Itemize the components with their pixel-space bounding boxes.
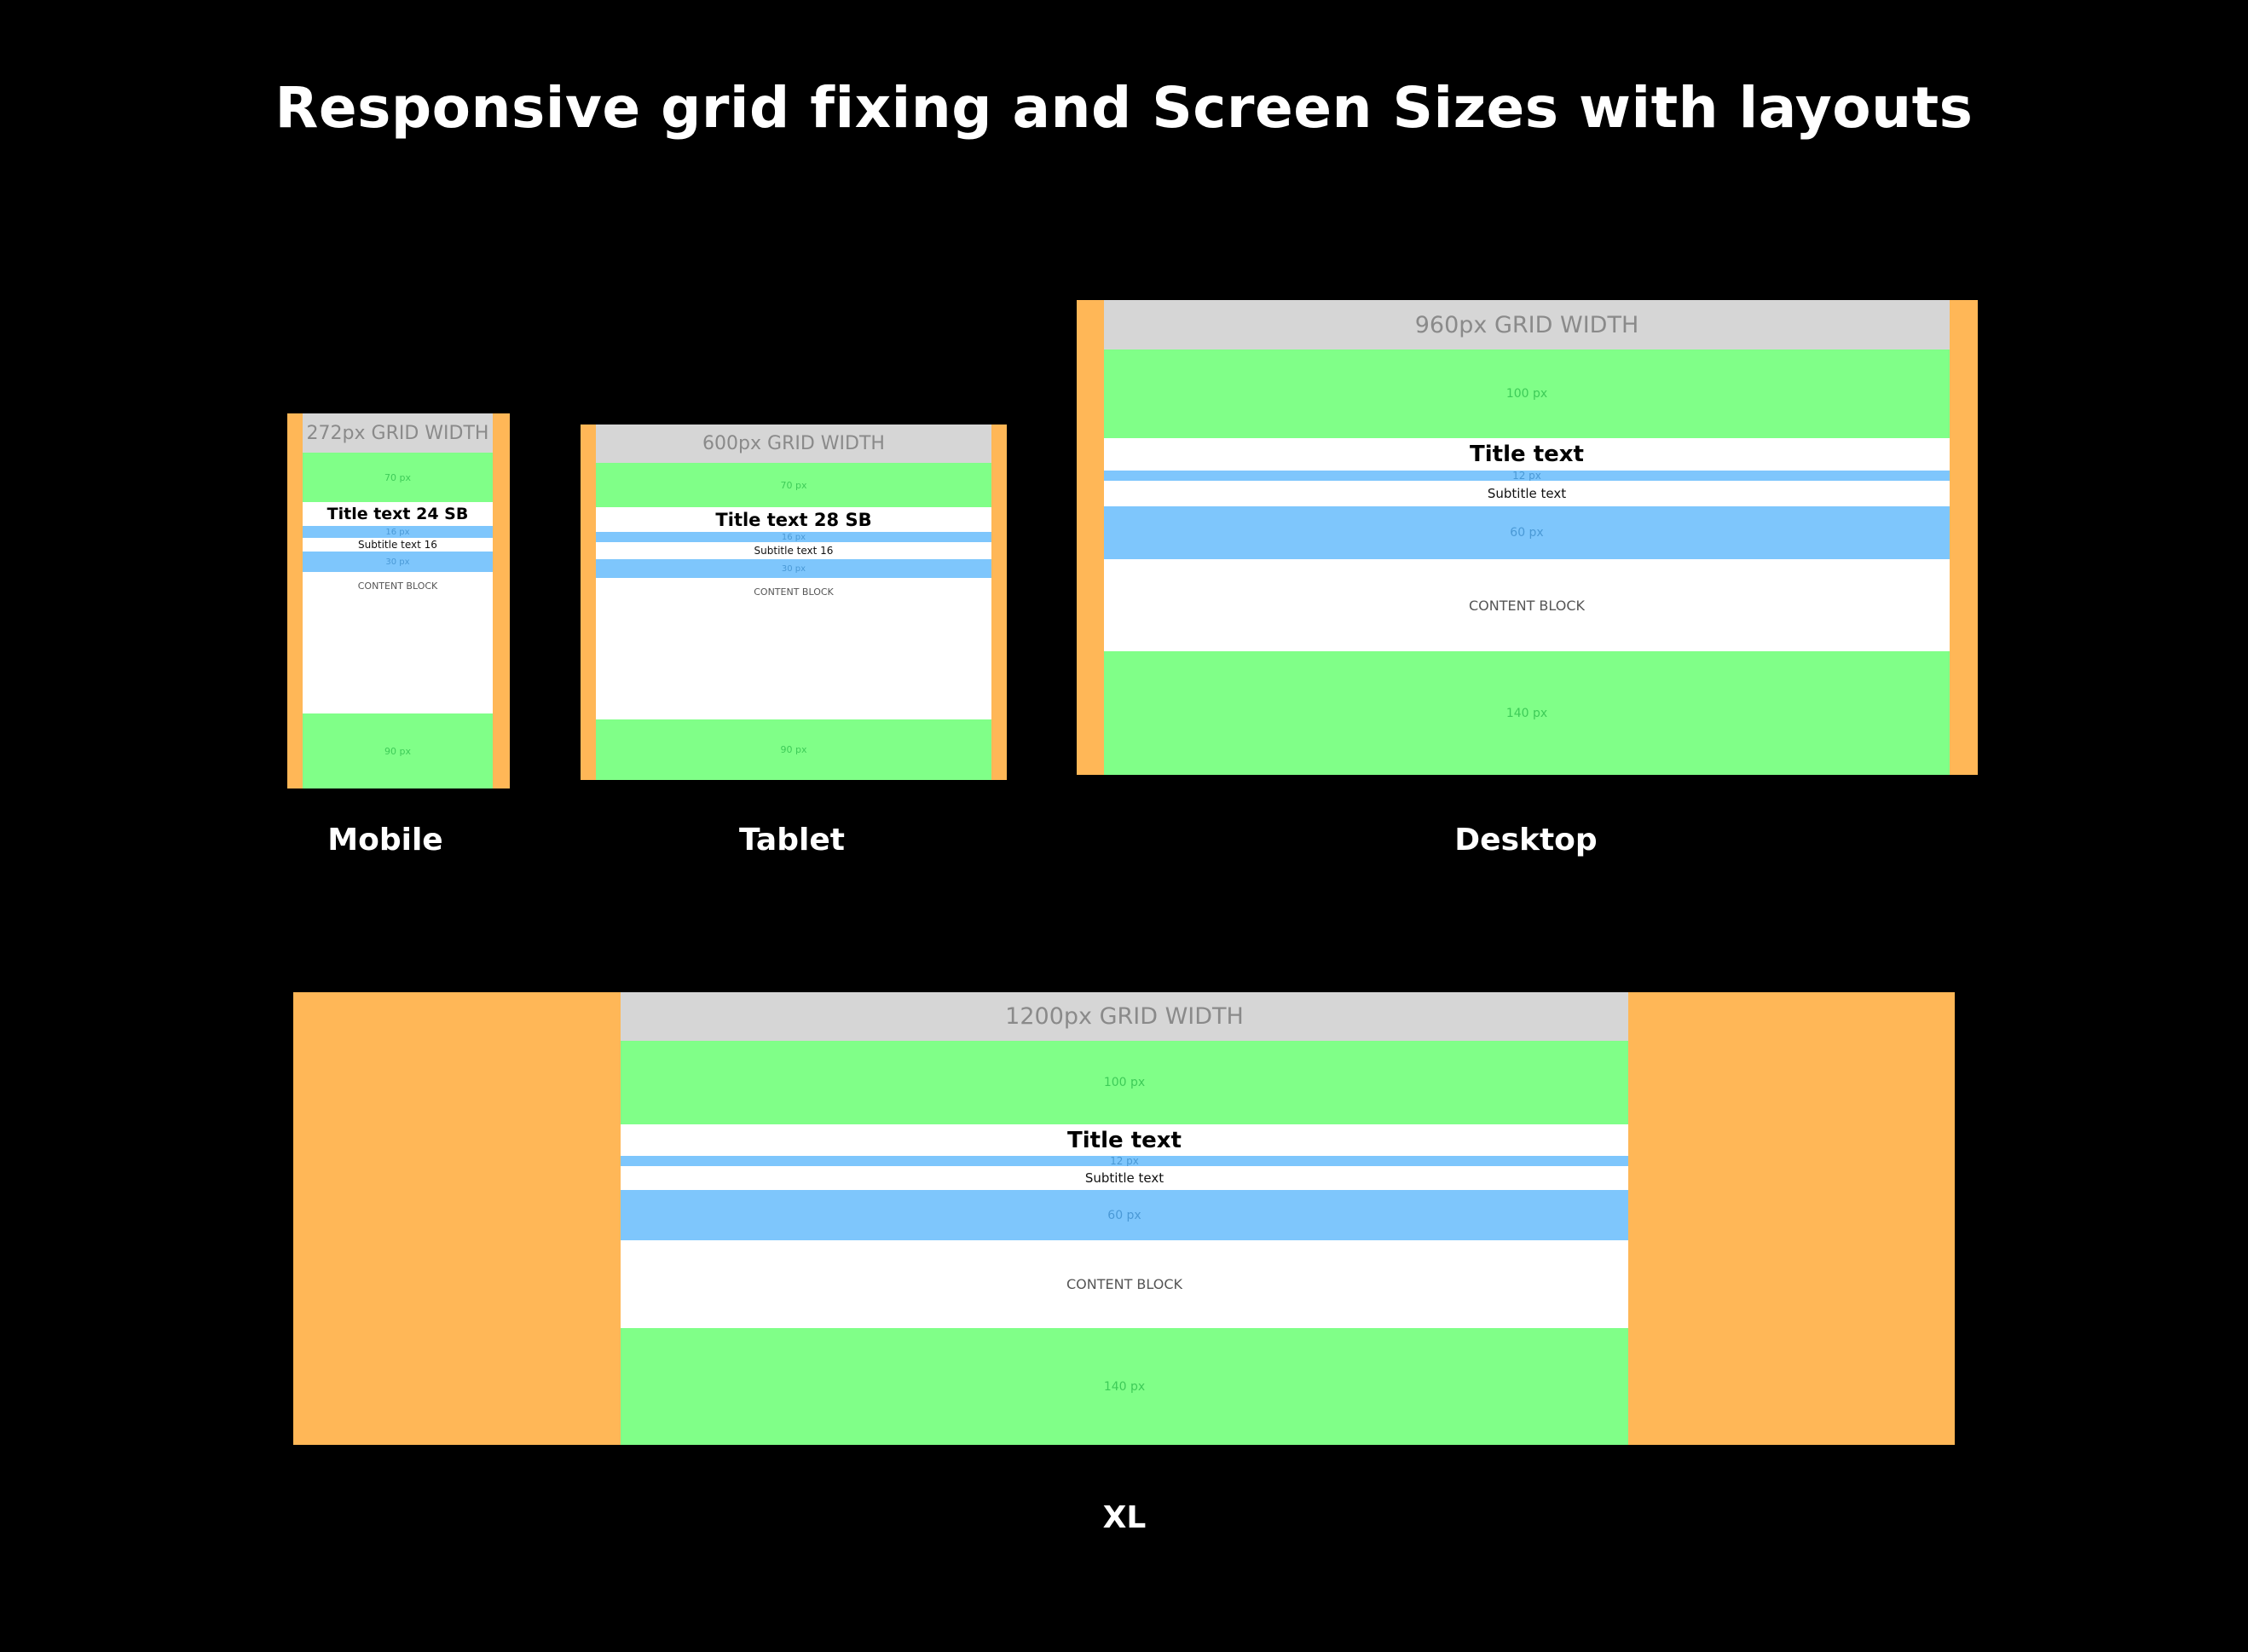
xl-large-gap: 60 px [621,1190,1628,1240]
desktop-bottom-spacing: 140 px [1104,651,1950,775]
mobile-small-gap: 16 px [303,526,493,538]
mobile-grid: 272px GRID WIDTH 70 px Title text 24 SB … [303,413,493,788]
xl-small-gap: 12 px [621,1156,1628,1166]
desktop-label: Desktop [1454,823,1598,858]
desktop-frame: 960px GRID WIDTH 100 px Title text 12 px… [1077,300,1978,775]
mobile-right-gutter [493,413,510,788]
mobile-title-text: Title text 24 SB [303,502,493,526]
tablet-small-gap: 16 px [596,532,991,542]
xl-right-gutter [1628,992,1955,1445]
xl-top-spacing: 100 px [621,1041,1628,1124]
tablet-title-text: Title text 28 SB [596,507,991,532]
xl-title-text: Title text [621,1124,1628,1156]
desktop-title-text: Title text [1104,438,1950,471]
tablet-grid-width-label: 600px GRID WIDTH [596,425,991,463]
mobile-top-spacing: 70 px [303,453,493,502]
tablet-left-gutter [581,425,596,780]
tablet-right-gutter [991,425,1007,780]
xl-subtitle-text: Subtitle text [621,1166,1628,1190]
tablet-top-spacing: 70 px [596,463,991,507]
page-title: Responsive grid fixing and Screen Sizes … [274,75,1974,141]
tablet-large-gap: 30 px [596,559,991,578]
mobile-grid-width-label: 272px GRID WIDTH [303,413,493,453]
tablet-label: Tablet [739,823,845,858]
xl-label: XL [1102,1500,1147,1535]
mobile-subtitle-text: Subtitle text 16 [303,538,493,552]
desktop-large-gap: 60 px [1104,506,1950,559]
desktop-left-gutter [1077,300,1104,775]
desktop-content-block: CONTENT BLOCK [1104,559,1950,651]
desktop-right-gutter [1950,300,1978,775]
mobile-content-block: CONTENT BLOCK [303,572,493,713]
mobile-bottom-spacing: 90 px [303,713,493,788]
desktop-small-gap: 12 px [1104,471,1950,481]
mobile-left-gutter [287,413,303,788]
xl-grid: 1200px GRID WIDTH 100 px Title text 12 p… [621,992,1628,1445]
desktop-top-spacing: 100 px [1104,349,1950,438]
tablet-bottom-spacing: 90 px [596,719,991,780]
tablet-grid: 600px GRID WIDTH 70 px Title text 28 SB … [596,425,991,780]
xl-content-block: CONTENT BLOCK [621,1240,1628,1328]
xl-left-gutter [293,992,621,1445]
xl-bottom-spacing: 140 px [621,1328,1628,1445]
mobile-frame: 272px GRID WIDTH 70 px Title text 24 SB … [287,413,510,788]
tablet-content-block: CONTENT BLOCK [596,578,991,719]
desktop-grid: 960px GRID WIDTH 100 px Title text 12 px… [1104,300,1950,775]
desktop-grid-width-label: 960px GRID WIDTH [1104,300,1950,349]
xl-frame: 1200px GRID WIDTH 100 px Title text 12 p… [293,992,1955,1445]
tablet-frame: 600px GRID WIDTH 70 px Title text 28 SB … [581,425,1007,780]
desktop-subtitle-text: Subtitle text [1104,481,1950,506]
mobile-large-gap: 30 px [303,552,493,572]
xl-grid-width-label: 1200px GRID WIDTH [621,992,1628,1041]
tablet-subtitle-text: Subtitle text 16 [596,542,991,559]
mobile-label: Mobile [327,823,443,858]
